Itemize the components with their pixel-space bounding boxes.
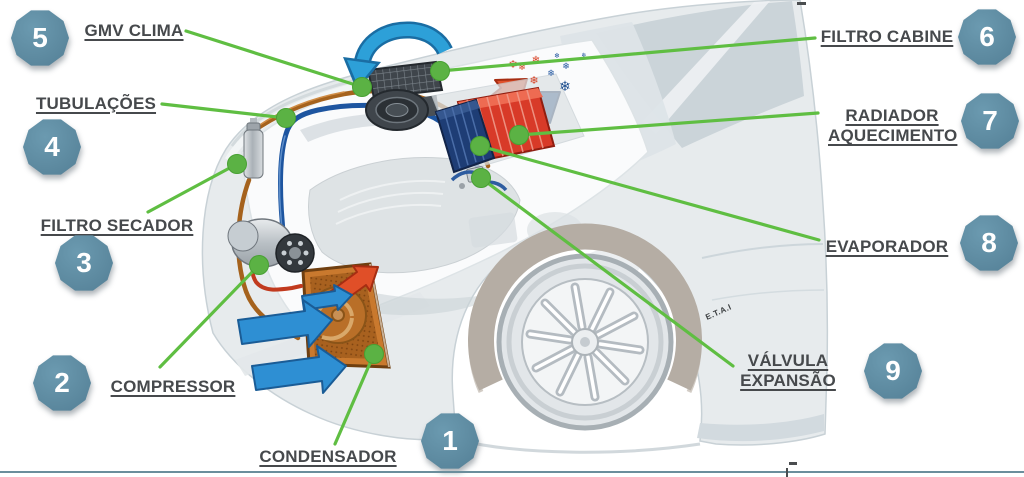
svg-text:❄: ❄ <box>547 69 555 79</box>
label-valvula-expansao: VÁLVULA EXPANSÃO <box>740 351 836 390</box>
stray-dash-mark <box>789 462 797 465</box>
label-gmv-clima: GMV CLIMA <box>84 21 184 40</box>
svg-text:❄: ❄ <box>532 55 540 66</box>
badge-number: 5 <box>32 22 48 53</box>
badge-number: 2 <box>54 367 70 398</box>
label-evaporador: EVAPORADOR <box>825 237 949 256</box>
leader-gmv-clima <box>184 29 364 89</box>
badge-gmv-clima: 5 <box>11 9 69 67</box>
badge-number: 9 <box>885 355 901 386</box>
badge-number: 8 <box>981 227 997 258</box>
badge-number: 1 <box>442 425 458 456</box>
badge-number: 7 <box>982 105 998 136</box>
leader-evaporador <box>478 144 821 242</box>
compressor <box>227 218 315 273</box>
svg-text:❄: ❄ <box>529 74 538 87</box>
bottom-rule <box>0 471 1024 473</box>
badge-compressor: 2 <box>33 354 91 412</box>
blower-gmv <box>365 60 444 131</box>
badge-condensador: 1 <box>421 412 479 470</box>
filter-drier <box>243 118 264 179</box>
leader-filtro-cabine <box>438 36 817 73</box>
stray-dash-mark-top <box>797 2 806 5</box>
badge-radiador-aquecimento: 7 <box>961 92 1019 150</box>
badge-tubulacoes: 4 <box>23 118 81 176</box>
leader-tubulacoes <box>160 102 288 120</box>
svg-text:❄: ❄ <box>559 79 571 95</box>
label-filtro-secador: FILTRO SECADOR <box>40 216 194 235</box>
stray-tick-mark <box>786 468 788 477</box>
a-pillar <box>642 1 770 134</box>
badge-valvula-expansao: 9 <box>864 342 922 400</box>
label-condensador: CONDENSADOR <box>259 447 397 466</box>
leader-filtro-secador <box>146 162 239 214</box>
front-wheel <box>468 223 702 431</box>
air-intake-arrow <box>343 21 453 91</box>
sill-shadow <box>457 438 701 454</box>
badge-number: 4 <box>44 131 60 162</box>
badge-number: 3 <box>76 247 92 278</box>
leader-valvula <box>479 176 735 368</box>
svg-text:❄: ❄ <box>518 63 526 73</box>
badge-evaporador: 8 <box>960 214 1018 272</box>
leader-condensador <box>333 352 376 446</box>
leader-compressor <box>158 263 261 369</box>
badge-number: 6 <box>979 21 995 52</box>
svg-text:❄: ❄ <box>554 52 560 60</box>
label-compressor: COMPRESSOR <box>110 377 236 396</box>
label-filtro-cabine: FILTRO CABINE <box>820 27 954 46</box>
badge-filtro-cabine: 6 <box>958 8 1016 66</box>
condenser-airflow-arrows <box>237 265 379 394</box>
door-bottom <box>697 414 824 442</box>
label-radiador-aquecimento: RADIADOR AQUECIMENTO <box>828 106 958 145</box>
svg-text:❄: ❄ <box>581 52 586 59</box>
leader-dots <box>227 61 529 364</box>
leader-radiador <box>517 111 820 137</box>
badge-filtro-secador: 3 <box>55 234 113 292</box>
door-crease <box>701 243 824 259</box>
label-tubulacoes: TUBULAÇÕES <box>35 94 157 113</box>
leader-lines <box>146 29 821 446</box>
svg-text:❄: ❄ <box>562 62 570 72</box>
